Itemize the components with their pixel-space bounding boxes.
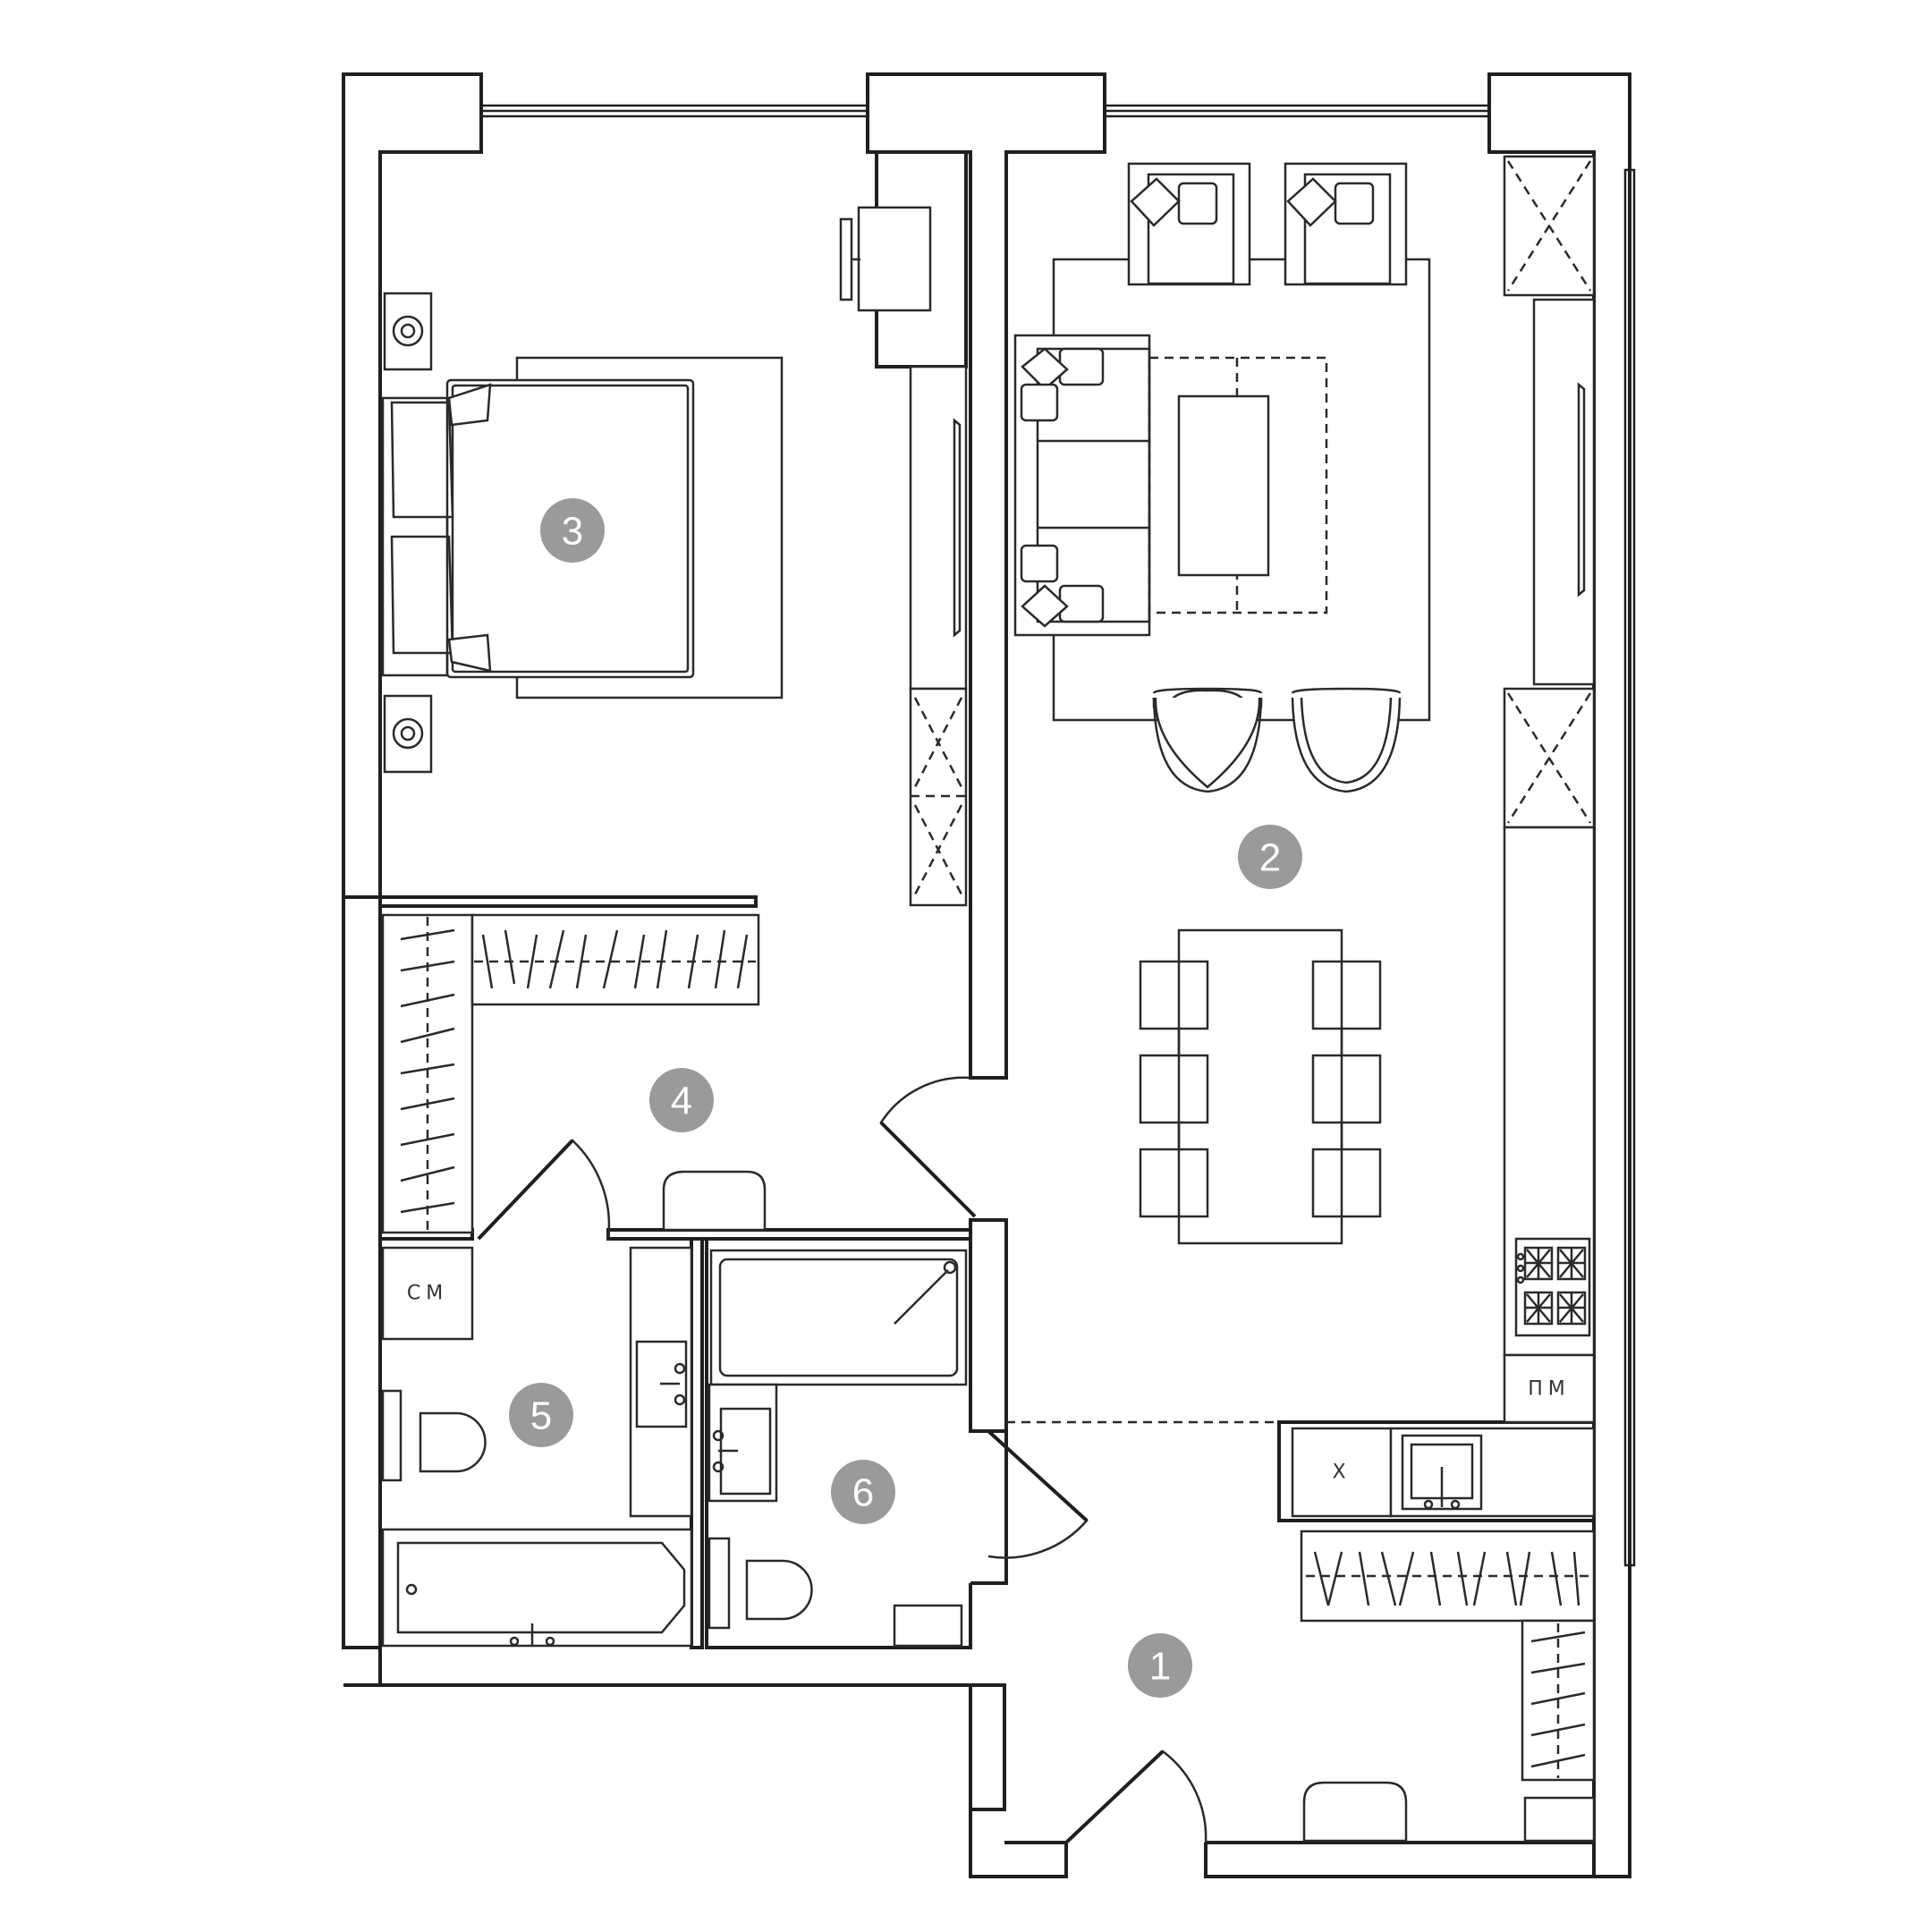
room-number: 5 bbox=[530, 1394, 552, 1438]
dishwasher-label: ПМ bbox=[1528, 1378, 1571, 1401]
room-number: 6 bbox=[852, 1471, 874, 1515]
hangers-left bbox=[400, 928, 455, 1214]
entry-closets bbox=[1300, 1530, 1596, 1843]
kitchen-line: ПМ Х bbox=[1291, 155, 1596, 1518]
room-badge-3: 3 bbox=[540, 498, 605, 563]
room-badge-5: 5 bbox=[509, 1383, 573, 1447]
room-badge-circle bbox=[831, 1460, 895, 1524]
room-badge-2: 2 bbox=[1238, 825, 1302, 889]
room-badge-1: 1 bbox=[1128, 1633, 1192, 1698]
windows bbox=[479, 104, 1636, 1567]
bedroom-furniture bbox=[381, 206, 968, 907]
room-number: 2 bbox=[1259, 836, 1281, 880]
fridge-label: Х bbox=[1332, 1462, 1351, 1484]
room-badge-circle bbox=[540, 498, 605, 563]
room-number: 3 bbox=[562, 510, 583, 554]
room-badge-circle bbox=[649, 1068, 714, 1132]
hall-closets bbox=[381, 913, 767, 1234]
room-badges: 1 2 3 4 5 6 bbox=[509, 498, 1302, 1698]
doors bbox=[477, 1076, 1208, 1844]
washer-label: СМ bbox=[407, 1283, 448, 1305]
hangers-top bbox=[481, 929, 749, 989]
bathroom-5: СМ bbox=[381, 1246, 693, 1648]
room-number: 4 bbox=[671, 1080, 692, 1123]
wc-6 bbox=[708, 1249, 968, 1648]
room-badge-circle bbox=[1128, 1633, 1192, 1698]
living-furniture bbox=[1013, 162, 1431, 1245]
room-badge-4: 4 bbox=[649, 1068, 714, 1132]
room-number: 1 bbox=[1149, 1645, 1171, 1689]
room-badge-6: 6 bbox=[831, 1460, 895, 1524]
room-badge-circle bbox=[509, 1383, 573, 1447]
room-badge-circle bbox=[1238, 825, 1302, 889]
